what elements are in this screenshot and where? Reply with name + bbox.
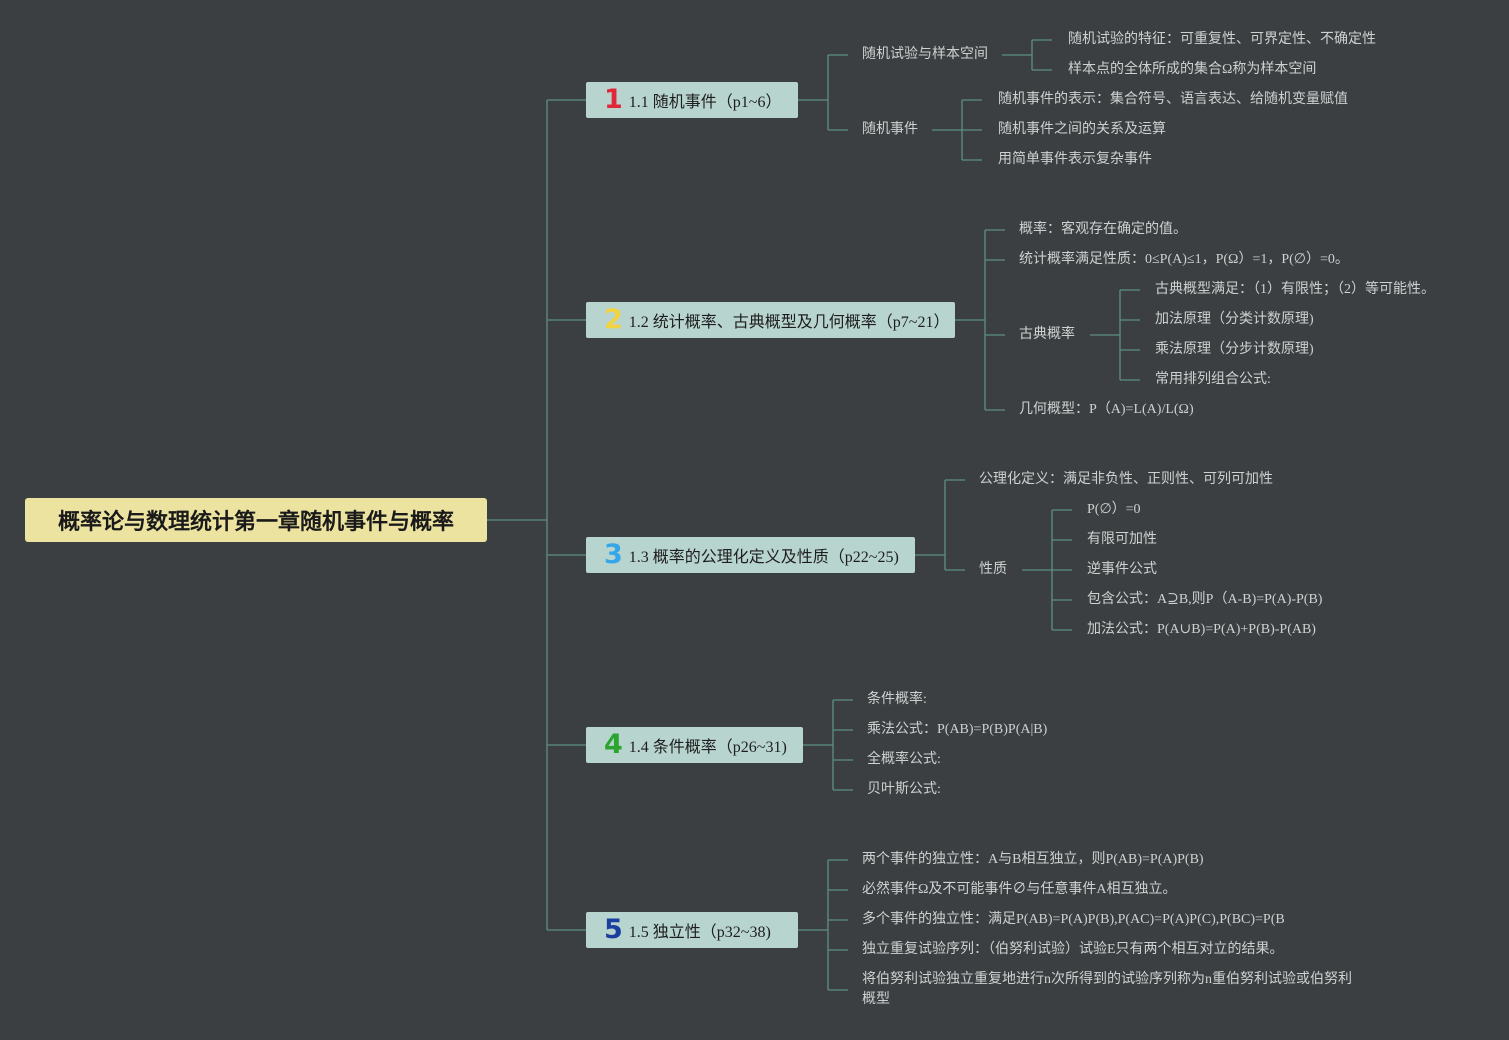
s5-branch-n-bernoulli[interactable]: 将伯努利试验独立重复地进行n次所得到的试验序列称为n重伯努利试验或伯努利概型: [862, 972, 1352, 1007]
section-1-number: 1: [604, 83, 623, 115]
s2-classical-item-3[interactable]: 乘法原理（分步计数原理): [1155, 342, 1314, 357]
s5-branch-two-events[interactable]: 两个事件的独立性：A与B相互独立，则P(AB)=P(A)P(B): [862, 852, 1204, 867]
section-2-node[interactable]: 2 1.2 统计概率、古典概型及几何概率（p7~21）: [586, 302, 955, 338]
s4-branch-bayes[interactable]: 贝叶斯公式:: [867, 782, 941, 797]
s1-sample-space-item-2[interactable]: 样本点的全体所成的集合Ω称为样本空间: [1068, 62, 1317, 77]
section-5-node[interactable]: 5 1.5 独立性（p32~38): [586, 912, 798, 948]
section-3-number: 3: [604, 538, 623, 570]
s2-classical-item-1[interactable]: 古典概型满足：（1）有限性；（2）等可能性。: [1155, 282, 1435, 297]
section-5-title: 1.5 独立性（p32~38): [628, 924, 771, 941]
s3-branch-properties[interactable]: 性质: [979, 562, 1007, 577]
section-4-title: 1.4 条件概率（p26~31): [628, 739, 787, 756]
s1-random-event-item-1[interactable]: 随机事件的表示：集合符号、语言表达、给随机变量赋值: [998, 92, 1348, 107]
s1-branch-random-event[interactable]: 随机事件: [862, 122, 918, 137]
section-2-number: 2: [604, 303, 623, 335]
section-1-node[interactable]: 1 1.1 随机事件（p1~6）: [586, 82, 798, 118]
s3-property-item-3[interactable]: 逆事件公式: [1087, 562, 1157, 577]
section-3-title: 1.3 概率的公理化定义及性质（p22~25): [628, 549, 899, 566]
section-3-node[interactable]: 3 1.3 概率的公理化定义及性质（p22~25): [586, 537, 915, 573]
s2-branch-geometric[interactable]: 几何概型：P（A)=L(A)/L(Ω): [1019, 402, 1194, 417]
section-2-title: 1.2 统计概率、古典概型及几何概率（p7~21）: [628, 314, 950, 331]
s5-branch-multiple-events[interactable]: 多个事件的独立性：满足P(AB)=P(A)P(B),P(AC)=P(A)P(C)…: [862, 912, 1285, 927]
s3-property-item-5[interactable]: 加法公式：P(A∪B)=P(A)+P(B)-P(AB): [1087, 622, 1316, 637]
s1-sample-space-item-1[interactable]: 随机试验的特征：可重复性、可界定性、不确定性: [1068, 32, 1376, 47]
root-topic[interactable]: 概率论与数理统计第一章随机事件与概率: [25, 498, 487, 542]
section-4-node[interactable]: 4 1.4 条件概率（p26~31): [586, 727, 803, 763]
s4-branch-conditional[interactable]: 条件概率:: [867, 692, 927, 707]
root-title: 概率论与数理统计第一章随机事件与概率: [57, 510, 454, 535]
s1-branch-sample-space[interactable]: 随机试验与样本空间: [862, 47, 988, 62]
section-5-number: 5: [604, 913, 623, 945]
s2-branch-statistical[interactable]: 统计概率满足性质：0≤P(A)≤1，P(Ω）=1，P(∅）=0。: [1019, 252, 1349, 267]
s1-random-event-item-2[interactable]: 随机事件之间的关系及运算: [998, 122, 1166, 137]
s5-branch-bernoulli[interactable]: 独立重复试验序列：（伯努利试验）试验E只有两个相互对立的结果。: [862, 942, 1284, 957]
s4-branch-total-probability[interactable]: 全概率公式:: [867, 752, 941, 767]
s3-property-item-2[interactable]: 有限可加性: [1087, 532, 1157, 547]
s2-classical-item-4[interactable]: 常用排列组合公式:: [1155, 372, 1271, 387]
section-1-title: 1.1 随机事件（p1~6）: [628, 94, 782, 111]
s1-random-event-item-3[interactable]: 用简单事件表示复杂事件: [998, 152, 1152, 167]
s2-branch-classical[interactable]: 古典概率: [1019, 327, 1075, 342]
s3-property-item-4[interactable]: 包含公式：A⊇B,则P（A-B)=P(A)-P(B): [1087, 592, 1323, 607]
s2-classical-item-2[interactable]: 加法原理（分类计数原理): [1155, 312, 1314, 327]
s3-branch-axiomatic[interactable]: 公理化定义：满足非负性、正则性、可列可加性: [979, 472, 1273, 487]
s5-branch-certain-event[interactable]: 必然事件Ω及不可能事件∅与任意事件A相互独立。: [862, 882, 1177, 897]
s2-branch-probability[interactable]: 概率：客观存在确定的值。: [1019, 222, 1187, 237]
section-4-number: 4: [604, 728, 623, 760]
s4-branch-multiplication[interactable]: 乘法公式：P(AB)=P(B)P(A|B): [867, 722, 1048, 737]
s3-property-item-1[interactable]: P(∅）=0: [1087, 502, 1141, 517]
